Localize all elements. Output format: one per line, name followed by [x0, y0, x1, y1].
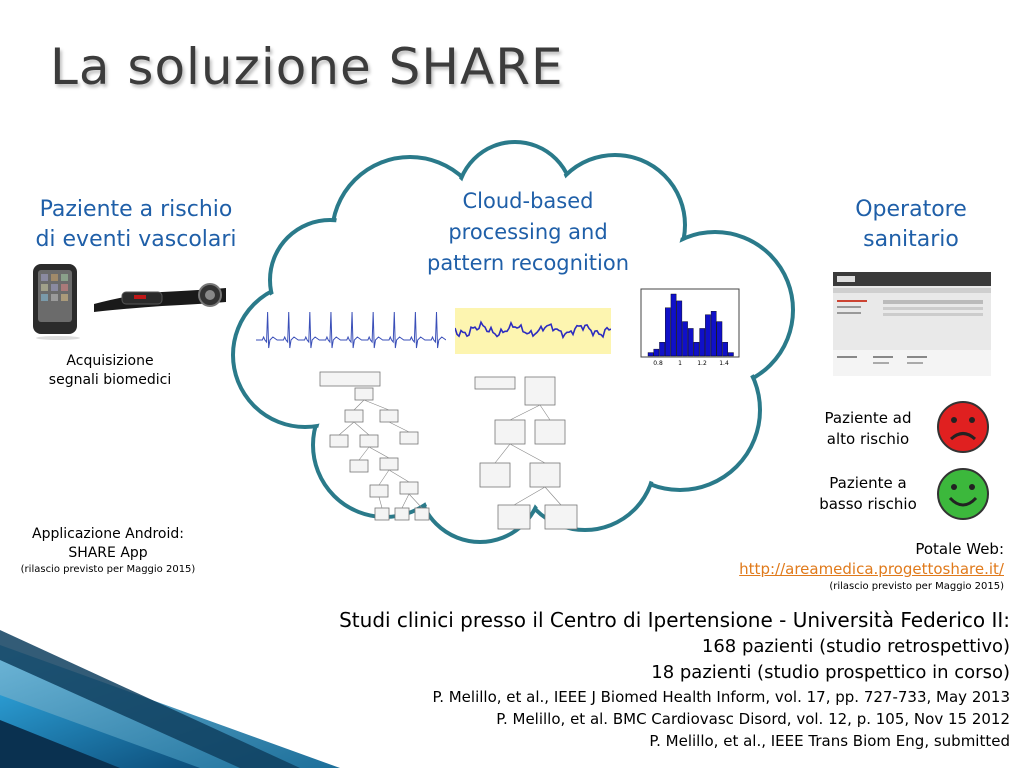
- ecg-signal-thumbnail: [256, 311, 446, 349]
- smartphone-image: [33, 264, 80, 340]
- android-app-name: SHARE App: [68, 545, 148, 561]
- reference-3: P. Melillo, et al., IEEE Trans Biom Eng,…: [649, 732, 1010, 750]
- decision-tree-thumbnail-1: [319, 371, 430, 521]
- happy-face-icon: [937, 468, 989, 520]
- web-portal-info: Potale Web: http://areamedica.progettosh…: [650, 539, 1004, 595]
- patient-heading-line1: Paziente a rischio: [39, 197, 233, 222]
- histogram-bar: [665, 307, 671, 357]
- low-risk-label-line1: Paziente a: [829, 474, 907, 492]
- tachogram-thumbnail: [455, 308, 611, 354]
- web-portal-release-note: (rilascio previsto per Maggio 2015): [829, 581, 1004, 592]
- cloud-label-line2: processing and: [448, 220, 608, 244]
- histogram-tick-label: 0.8: [653, 360, 663, 367]
- operator-heading: Operatore sanitario: [820, 195, 1002, 255]
- acquisition-label-line2: segnali biomedici: [48, 372, 172, 388]
- android-app-line1: Applicazione Android:: [32, 526, 184, 542]
- clinical-studies-prospective: 18 pazienti (studio prospettico in corso…: [651, 662, 1010, 683]
- cloud-label-line3: pattern recognition: [426, 251, 630, 275]
- histogram-thumbnail: 0.8 1 1.2 1.4: [640, 288, 740, 367]
- histogram-bar: [716, 321, 723, 357]
- low-risk-label: Paziente a basso rischio: [805, 473, 931, 515]
- histogram-bar: [647, 352, 654, 357]
- high-risk-label-line1: Paziente ad: [824, 409, 912, 427]
- histogram-bar: [728, 352, 734, 357]
- chest-strap-sensor-image: [94, 283, 226, 312]
- histogram-bar: [722, 342, 728, 357]
- histogram-bar: [687, 328, 694, 357]
- page-title: La soluzione SHARE: [50, 38, 564, 96]
- histogram-tick-label: 1.4: [719, 360, 729, 367]
- histogram-bar: [659, 342, 665, 357]
- decision-tree-thumbnail-2: [474, 376, 578, 530]
- reference-2: P. Melillo, et al. BMC Cardiovasc Disord…: [496, 710, 1010, 728]
- high-risk-label: Paziente ad alto rischio: [805, 408, 931, 450]
- web-portal-label: Potale Web:: [915, 540, 1004, 558]
- android-app-release-note: (rilascio previsto per Maggio 2015): [20, 564, 196, 575]
- clinical-studies-title: Studi clinici presso il Centro di Iperte…: [339, 608, 1010, 632]
- reference-1: P. Melillo, et al., IEEE J Biomed Health…: [432, 688, 1010, 706]
- web-portal-link[interactable]: http://areamedica.progettoshare.it/: [739, 560, 1004, 578]
- sad-face-icon: [937, 401, 989, 453]
- histogram-bar: [653, 348, 660, 357]
- cloud-label: Cloud-based processing and pattern recog…: [402, 186, 654, 279]
- histogram-bar: [693, 342, 700, 357]
- acquisition-label-line1: Acquisizione: [66, 353, 154, 369]
- histogram-bar: [676, 300, 683, 357]
- histogram-bar: [670, 293, 677, 357]
- web-portal-screenshot: [833, 272, 991, 376]
- histogram-tick-label: 1: [678, 360, 682, 367]
- operator-heading-line2: sanitario: [863, 227, 959, 252]
- clinical-studies: Studi clinici presso il Centro di Iperte…: [150, 606, 1010, 752]
- histogram-bar: [710, 311, 717, 357]
- cloud-label-line1: Cloud-based: [462, 189, 594, 213]
- acquisition-label: Acquisizione segnali biomedici: [30, 352, 190, 390]
- clinical-studies-retrospective: 168 pazienti (studio retrospettivo): [701, 636, 1010, 657]
- low-risk-label-line2: basso rischio: [819, 495, 917, 513]
- histogram-bar: [699, 328, 706, 357]
- high-risk-label-line2: alto rischio: [826, 430, 910, 448]
- patient-heading: Paziente a rischio di eventi vascolari: [18, 195, 254, 255]
- histogram-tick-label: 1.2: [697, 360, 707, 367]
- histogram-bar: [705, 314, 711, 357]
- patient-heading-line2: di eventi vascolari: [35, 227, 237, 252]
- histogram-bar: [682, 321, 688, 357]
- android-app-info: Applicazione Android: SHARE App (rilasci…: [10, 525, 206, 577]
- operator-heading-line1: Operatore: [855, 197, 967, 222]
- corner-stripes: [0, 630, 340, 768]
